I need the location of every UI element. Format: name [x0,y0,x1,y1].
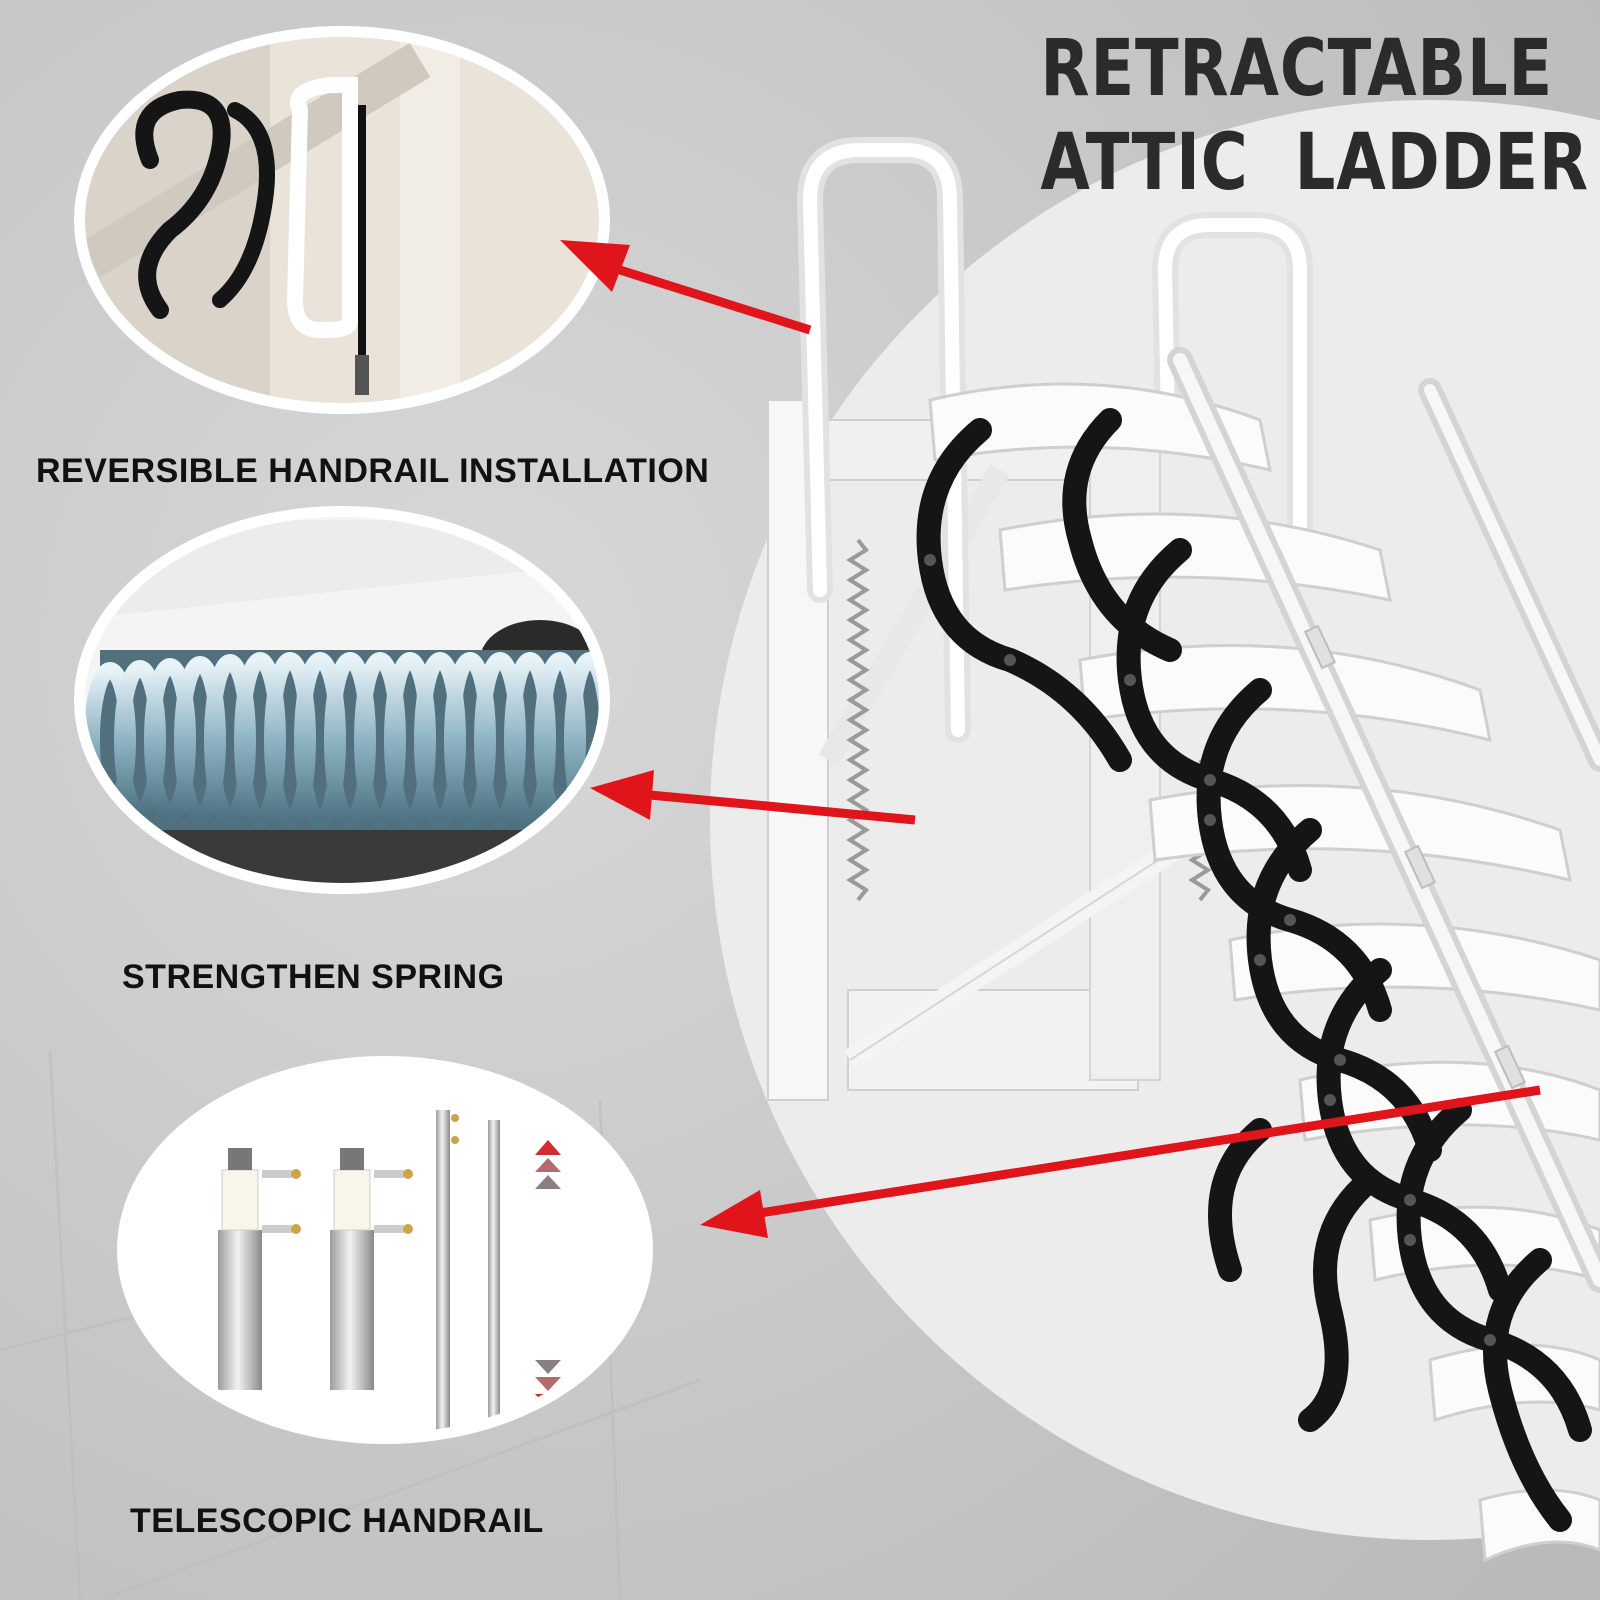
page-title: RETRACTABLE ATTIC LADDER [1040,22,1589,210]
feature-caption-handrail: REVERSIBLE HANDRAIL INSTALLATION [36,452,710,490]
pointer-arrows [560,240,1541,1238]
feature-caption-telescopic: TELESCOPIC HANDRAIL [130,1502,544,1540]
attic-ladder [767,137,1600,1563]
spring-closeup-image [74,506,610,894]
feature-caption-spring: STRENGTHEN SPRING [122,958,505,996]
title-line-1: RETRACTABLE [1040,24,1554,114]
telescopic-handrail-closeup-image [117,1056,653,1444]
title-line-2: ATTIC LADDER [1040,118,1589,208]
